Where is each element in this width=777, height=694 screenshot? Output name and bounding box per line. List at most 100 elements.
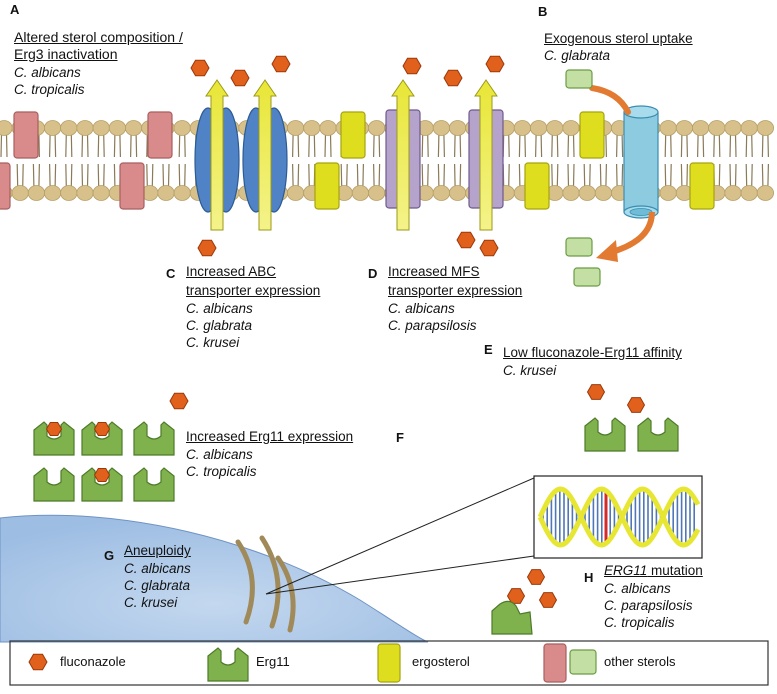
panel-c-species-1: C. albicans [186,301,253,316]
panel-g-title: Aneuploidy [124,543,191,558]
panel-a-species-1: C. albicans [14,65,81,80]
panel-b-title: Exogenous sterol uptake [544,31,693,46]
chromosome [275,555,296,633]
other-sterol-red [119,162,145,210]
panel-c-title-line2: transporter expression [186,283,321,298]
panel-h-gene-name: ERG11 [604,563,648,578]
fluconazole [230,69,250,87]
phospholipid [173,120,191,201]
legend-ergosterol-icon [377,643,401,683]
nucleus-region [0,514,429,643]
ergosterol [340,111,366,159]
panel-e-species-1: C. krusei [503,363,557,378]
phospholipid [92,120,110,201]
dna-backbone [537,486,701,548]
phospholipid [562,120,580,201]
phospholipid [43,120,62,201]
erg11 [33,421,75,456]
fluconazole [538,592,558,608]
fluconazole [586,384,606,400]
panel-h-title-rest: mutation [647,563,703,578]
phospholipid [448,120,467,201]
fluconazole [402,57,422,75]
fluconazole-bound [93,468,111,482]
phospholipid [740,120,758,201]
panel-h-letter: H [584,570,594,585]
panel-f-title: Increased Erg11 expression [186,429,354,444]
dna-backbone [537,486,701,548]
zoom-line [265,477,535,595]
panel-d-species-2: C. parapsilosis [388,318,477,333]
fluconazole [443,69,463,87]
legend-ergosterol-label: ergosterol [412,654,470,669]
erg11 [81,467,123,502]
fluconazole [485,55,505,73]
fluconazole [456,231,476,249]
legend-box [9,640,769,686]
fluconazole [506,588,526,604]
panel-g-letter: G [104,548,115,563]
fluconazole [190,59,210,77]
panel-c-title-line1: Increased ABC [186,264,277,279]
legend-fluconazole-icon [28,653,48,671]
erg11 [637,417,679,452]
phospholipid [546,120,564,201]
panel-d-species-1: C. albicans [388,301,455,316]
efflux-arrow [391,79,415,231]
sterol-uptake-arrowhead [596,240,618,262]
sterol-uptake-channel [623,105,659,219]
other-sterol-red [147,111,173,159]
phospholipid [659,120,677,201]
nucleus [0,514,429,643]
panel-h-title: ERG11 mutation [604,562,703,579]
sterol-uptake-arrow-in [589,85,631,115]
panel-h-species-2: C. parapsilosis [604,598,693,613]
other-sterol-green [565,237,593,257]
panel-a-species-2: C. tropicalis [14,82,85,97]
fluconazole [197,239,217,257]
chromosome [259,535,281,629]
panel-d-letter: D [368,266,378,281]
panel-c-species-3: C. krusei [186,335,240,350]
fluconazole [169,392,189,410]
panel-e-title: Low fluconazole-Erg11 affinity [503,345,682,360]
legend-other-sterol-green-icon [569,649,597,675]
erg11 [33,467,75,502]
fluconazole-bound [93,422,111,436]
dna-inset [265,475,703,595]
zoom-line [265,555,535,595]
legend-graphics [9,640,769,686]
panel-h-species-3: C. tropicalis [604,615,675,630]
phospholipid [60,120,78,201]
legend-erg11-label: Erg11 [256,654,290,669]
molecules [33,55,679,635]
ergosterol [689,162,715,210]
fluconazole [626,397,646,413]
panel-b-species-1: C. glabrata [544,48,611,63]
other-sterol-green [573,267,601,287]
fluconazole [479,239,499,257]
panel-c-letter: C [166,266,176,281]
efflux-arrow [253,79,277,231]
phospholipid [286,120,305,201]
erg11 [133,421,175,456]
ergosterol [524,162,550,210]
phospholipid [756,120,775,201]
panel-g-species-3: C. krusei [124,595,178,610]
panel-d-title-line2: transporter expression [388,283,523,298]
legend-other-sterol-red-icon [543,643,567,683]
phospholipid [675,120,694,201]
erg11 [81,421,123,456]
efflux-arrow [474,79,498,231]
panel-f-species-2: C. tropicalis [186,464,257,479]
efflux-arrows [205,79,655,262]
panel-f-letter: F [396,430,404,445]
erg11 [584,417,626,452]
ergosterol [314,162,340,210]
fluconazole-bound [45,422,63,436]
other-sterol-green [565,69,593,89]
panel-b-letter: B [538,4,548,19]
panel-g-species-1: C. albicans [124,561,191,576]
legend-fluconazole-label: fluconazole [60,654,126,669]
